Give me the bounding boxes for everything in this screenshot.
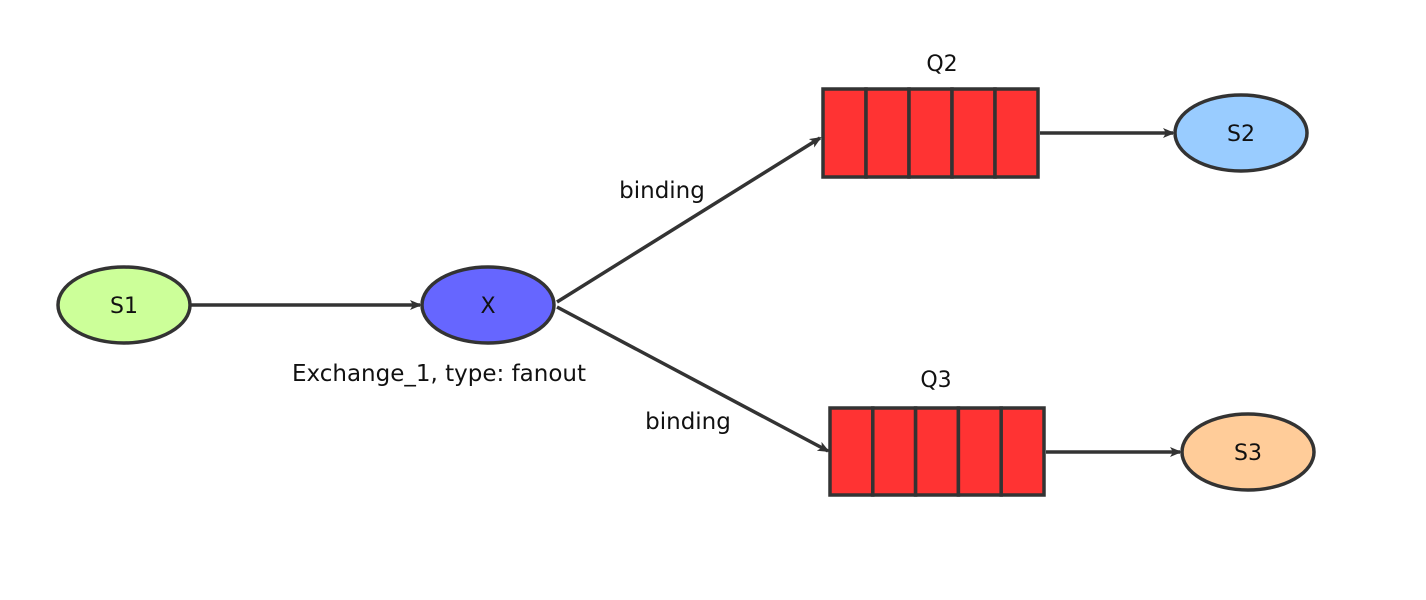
node-x-shape — [420, 265, 556, 345]
queue-cell — [828, 406, 875, 497]
node-s1-label: S1 — [110, 294, 138, 319]
node-x: X — [420, 265, 556, 345]
queue-cell — [950, 87, 997, 179]
queue-cell — [821, 87, 868, 179]
node-x-label: X — [480, 294, 495, 319]
edge-x-to-q2-label: binding — [619, 178, 705, 204]
node-s2-shape — [1173, 93, 1309, 173]
queue-cell — [871, 406, 918, 497]
exchange-caption: Exchange_1, type: fanout — [292, 361, 586, 387]
queue-cell — [956, 406, 1003, 497]
queue-q3: Q3 — [828, 368, 1046, 497]
node-s3-label: S3 — [1234, 441, 1262, 466]
queue-cell — [864, 87, 911, 179]
queue-cell — [999, 406, 1046, 497]
queue-q2-label: Q2 — [926, 52, 957, 77]
edge-x-to-q3-label: binding — [645, 409, 731, 435]
queue-q3-label: Q3 — [920, 368, 951, 393]
node-s1: S1 — [56, 265, 192, 345]
edges — [191, 128, 1182, 457]
node-s1-shape — [56, 265, 192, 345]
edge-x-to-q2 — [556, 136, 822, 304]
queue-q2: Q2 — [821, 52, 1040, 179]
node-s3: S3 — [1180, 412, 1316, 492]
node-s3-shape — [1180, 412, 1316, 492]
queue-q2-body — [821, 87, 1040, 179]
queue-cell — [913, 406, 961, 497]
node-s2-label: S2 — [1227, 122, 1255, 147]
queue-cell — [907, 87, 954, 179]
queue-q3-body — [828, 406, 1046, 497]
node-s2: S2 — [1173, 93, 1309, 173]
queue-cell — [993, 87, 1040, 179]
edge-x-to-q3 — [556, 305, 830, 453]
